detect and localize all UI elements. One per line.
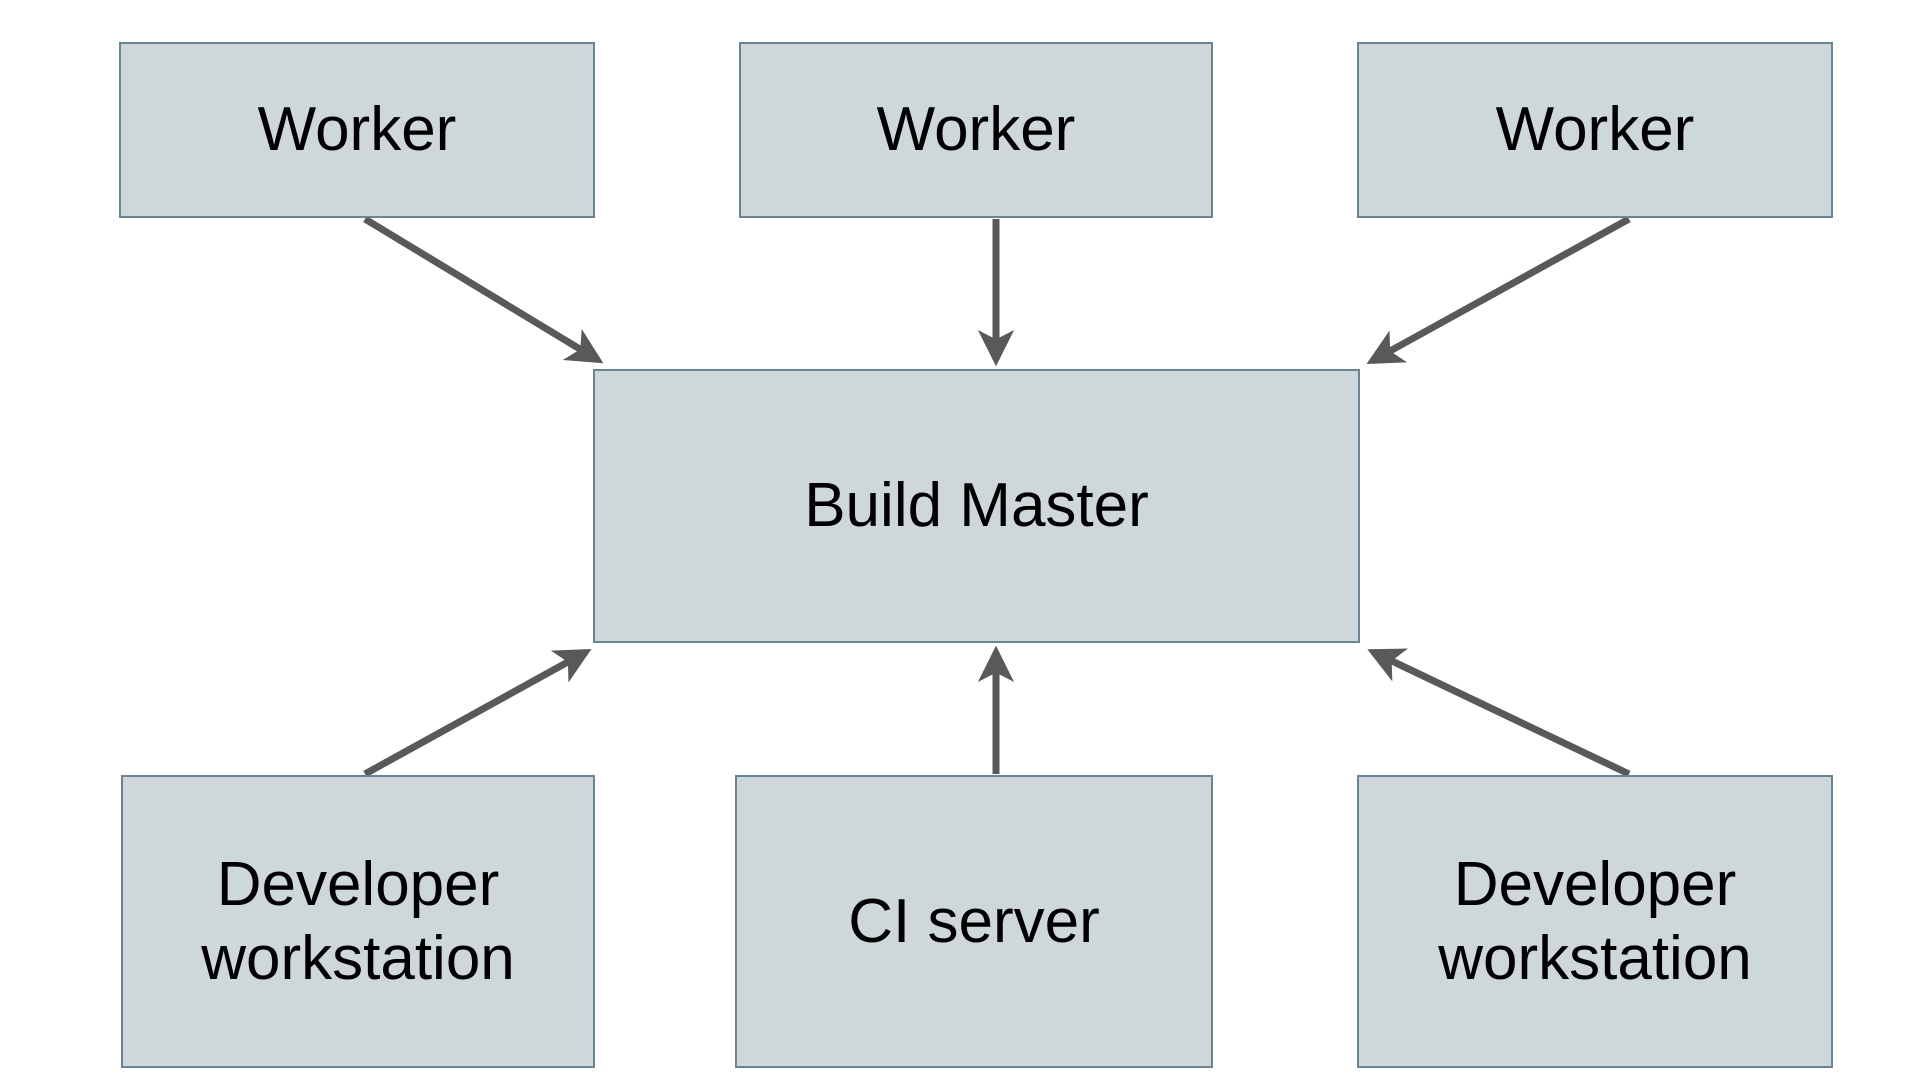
node-dev-workstation-1[interactable]: Developer workstation — [121, 775, 595, 1068]
node-dev-workstation-2[interactable]: Developer workstation — [1357, 775, 1833, 1068]
node-dev-workstation-1-label: Developer workstation — [201, 850, 515, 993]
node-worker-2[interactable]: Worker — [739, 42, 1213, 218]
node-worker-3[interactable]: Worker — [1357, 42, 1833, 218]
node-worker-1[interactable]: Worker — [119, 42, 595, 218]
node-ci-server-label: CI server — [848, 886, 1100, 956]
node-build-master[interactable]: Build Master — [593, 369, 1360, 643]
edge-dev-workstation-1-to-build-master — [363, 648, 592, 778]
node-build-master-label: Build Master — [804, 471, 1149, 541]
node-ci-server[interactable]: CI server — [735, 775, 1213, 1068]
node-worker-3-label: Worker — [1495, 95, 1695, 165]
edge-worker-3-to-build-master — [1366, 215, 1631, 365]
node-worker-1-label: Worker — [257, 95, 457, 165]
node-dev-workstation-2-label: Developer workstation — [1438, 850, 1752, 993]
edge-dev-workstation-2-to-build-master — [1367, 648, 1631, 778]
node-worker-2-label: Worker — [876, 95, 1076, 165]
edge-worker-1-to-build-master — [363, 216, 604, 364]
